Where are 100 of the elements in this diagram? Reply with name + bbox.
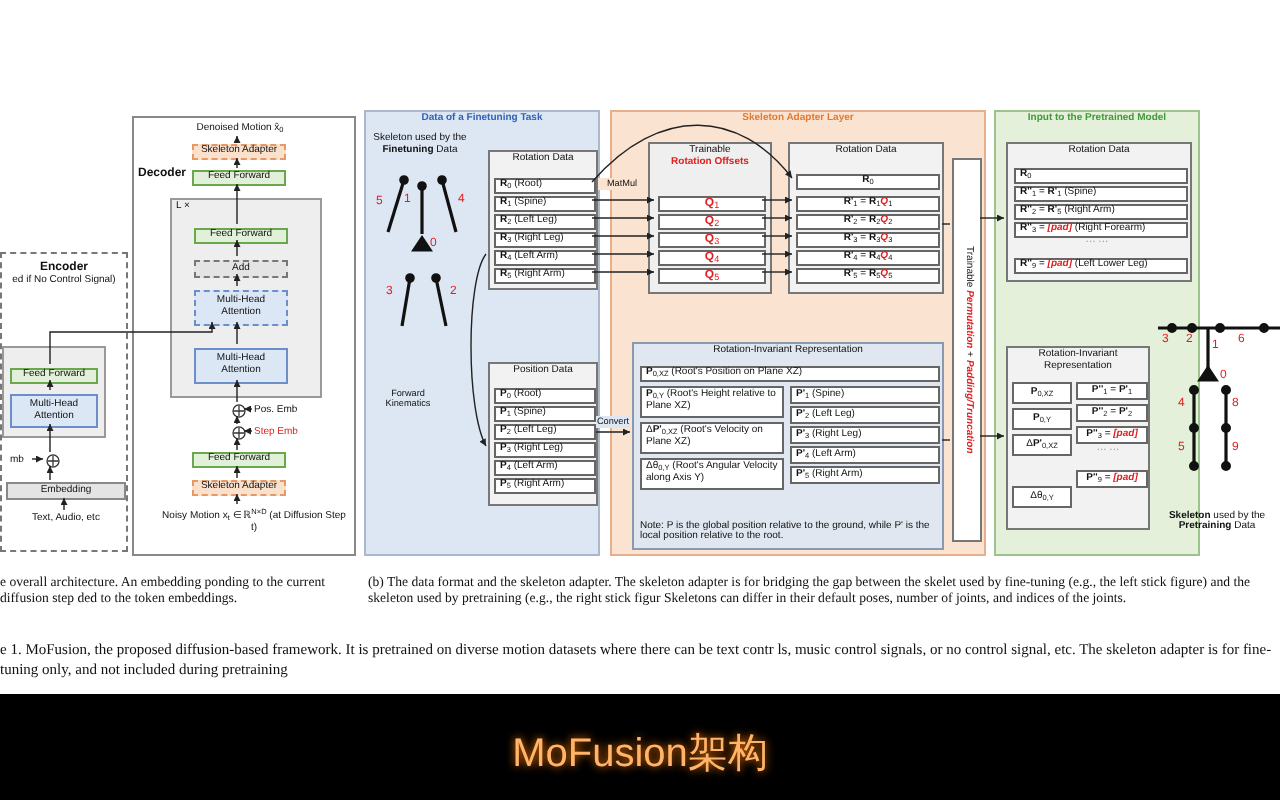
data-row — [640, 386, 784, 418]
arrow — [243, 405, 253, 413]
representation-box — [632, 342, 944, 550]
arrow — [591, 268, 655, 276]
data-table-box — [1006, 346, 1150, 530]
arrow — [233, 465, 241, 479]
arrow — [979, 214, 1005, 222]
data-row — [796, 268, 940, 284]
data-row — [796, 196, 940, 212]
data-row — [796, 174, 940, 190]
arrow — [49, 321, 216, 365]
data-row — [494, 424, 596, 440]
data-table-box — [488, 150, 598, 290]
data-row — [790, 406, 940, 424]
data-row — [494, 232, 596, 248]
arrow — [470, 253, 487, 447]
arrow — [233, 379, 241, 403]
arrow — [591, 232, 655, 240]
arrow — [591, 250, 655, 258]
encoder-panel — [0, 252, 128, 552]
data-row — [1012, 434, 1072, 456]
arrow — [761, 232, 793, 240]
arrow — [591, 196, 655, 204]
offsets-box — [648, 142, 772, 294]
data-row — [790, 386, 940, 404]
arrow — [761, 214, 793, 222]
data-row — [640, 458, 784, 490]
data-table-box — [488, 362, 598, 506]
arrow — [46, 465, 54, 481]
layer-stack-box — [170, 198, 322, 398]
data-table-box — [788, 142, 944, 294]
data-row — [1076, 382, 1148, 400]
data-row — [494, 250, 596, 266]
data-row — [790, 466, 940, 484]
feed-forward-block — [192, 452, 286, 468]
data-row — [790, 446, 940, 464]
arrow — [595, 428, 631, 436]
data-row — [658, 196, 766, 212]
data-row — [1014, 168, 1188, 184]
arrow — [46, 423, 54, 453]
data-row — [494, 460, 596, 476]
permutation-bar — [952, 158, 982, 542]
arrow — [233, 437, 241, 451]
data-row — [1012, 382, 1072, 404]
arrow — [761, 250, 793, 258]
data-row — [494, 268, 596, 284]
data-row — [494, 178, 596, 194]
data-row — [1012, 408, 1072, 430]
data-row — [1012, 486, 1072, 508]
data-row — [1076, 404, 1148, 422]
data-row — [1014, 186, 1188, 202]
attention-block — [10, 394, 98, 428]
data-row — [658, 268, 766, 284]
data-row — [494, 442, 596, 458]
attention-block — [194, 348, 288, 384]
connector-line — [941, 439, 951, 441]
embedding-block — [6, 482, 126, 500]
data-row — [796, 232, 940, 248]
data-row — [1014, 204, 1188, 220]
connector-line — [941, 223, 951, 225]
input-data-panel — [364, 110, 600, 556]
skeleton-adapter-block — [192, 480, 286, 496]
data-row — [658, 232, 766, 248]
add-block — [194, 260, 288, 278]
data-row — [1014, 258, 1188, 274]
data-row — [1076, 426, 1148, 444]
feed-forward-block — [194, 228, 288, 244]
arrow — [233, 493, 241, 505]
data-row — [494, 196, 596, 212]
arrow — [233, 183, 241, 225]
attention-block — [194, 290, 288, 326]
arrow — [31, 455, 44, 463]
data-row — [1014, 222, 1188, 238]
skeleton-adapter-block — [192, 144, 286, 160]
data-row — [796, 250, 940, 266]
arrow — [233, 135, 241, 143]
data-row — [494, 478, 596, 494]
arrow — [233, 157, 241, 169]
arrow — [761, 196, 793, 204]
decoder-panel — [132, 116, 356, 556]
data-row — [640, 422, 784, 454]
arrow — [233, 239, 241, 257]
data-row — [658, 214, 766, 230]
data-row — [494, 388, 596, 404]
feed-forward-block — [192, 170, 286, 186]
arrow — [591, 214, 655, 222]
data-row — [494, 214, 596, 230]
data-row — [796, 214, 940, 230]
arrow — [46, 379, 54, 391]
data-row — [658, 250, 766, 266]
arrow — [979, 432, 1005, 440]
arrow — [591, 124, 793, 183]
subtitle-text: MoFusion架构 — [510, 730, 770, 776]
arrow — [243, 427, 253, 435]
data-row — [640, 366, 940, 382]
arrow — [233, 273, 241, 287]
arrow — [233, 321, 241, 345]
data-row — [790, 426, 940, 444]
arrow — [60, 497, 68, 511]
arrow — [761, 268, 793, 276]
